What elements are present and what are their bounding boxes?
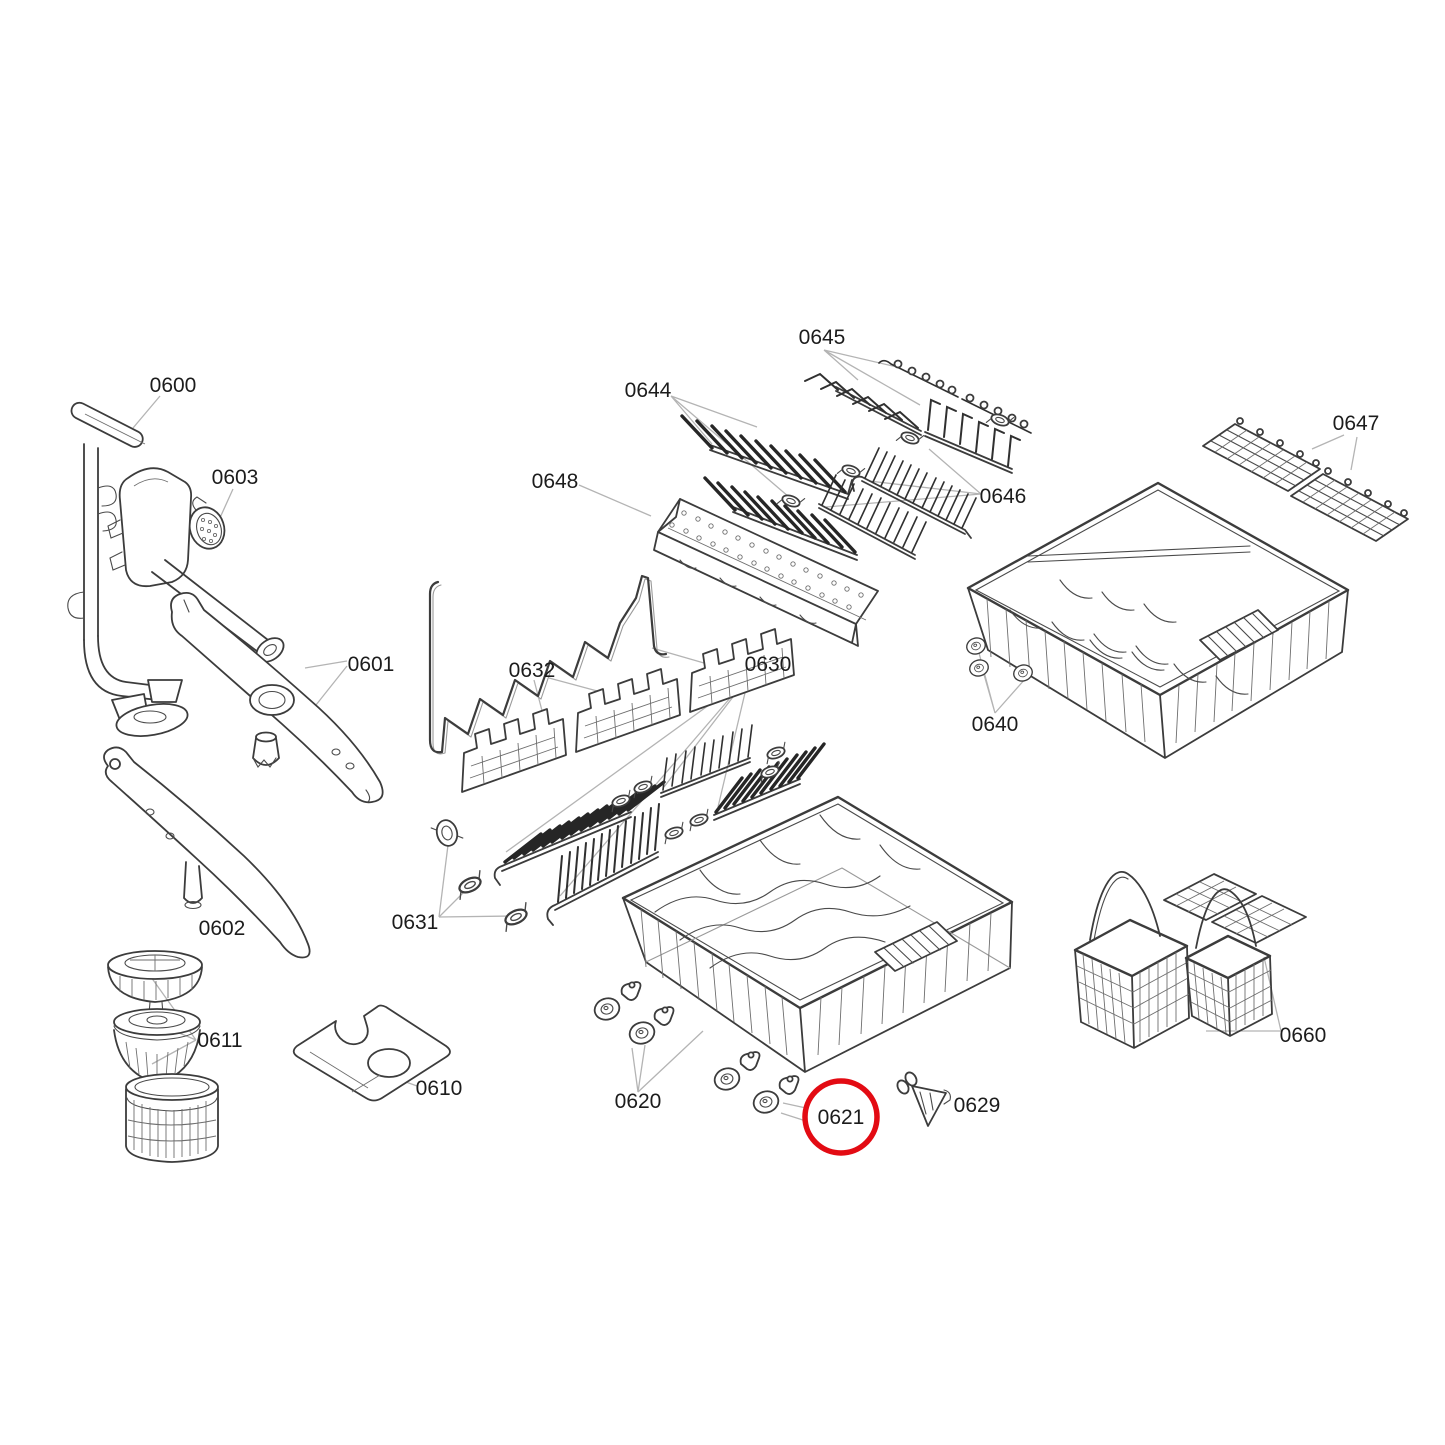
part-label-0610: 0610 [416,1077,463,1100]
part-0644-tine-rows [680,414,866,561]
part-0600-feed-pipe [67,401,189,737]
part-label-0645: 0645 [799,326,846,349]
part-label-0603: 0603 [212,466,259,489]
part-0621-roller [749,1075,800,1117]
highlight-circle-0621 [802,1078,880,1156]
part-label-0611: 0611 [197,1029,242,1052]
part-label-0648: 0648 [532,470,579,493]
part-0630-lower-basket [621,795,1014,1073]
part-0601-cone [252,731,280,768]
part-label-0640: 0640 [972,713,1019,736]
part-label-0620: 0620 [615,1090,662,1113]
part-0648-tray [653,498,879,647]
part-label-0602: 0602 [199,917,246,940]
part-0646-tine-rows [818,398,1021,560]
part-0601-upper-spray-arm [107,467,384,804]
part-0603-strainer [188,496,226,550]
part-0631-clips [429,815,535,933]
part-0602-lower-spray-arm [103,746,311,959]
part-0629-clip [896,1071,951,1127]
part-label-0646: 0646 [980,485,1027,508]
part-0611-filter-set [107,950,219,1163]
part-label-0647: 0647 [1333,412,1380,435]
part-label-0600: 0600 [150,374,197,397]
part-0630-tine-rows [493,724,826,926]
part-label-0644: 0644 [625,379,672,402]
part-labels: 0600 0601 0602 0603 0610 0611 0620 0621 … [150,326,1380,1129]
part-0610-base-plate [292,1004,451,1102]
part-0630-zigzag-wire [428,574,670,755]
part-label-0621: 0621 [818,1106,865,1129]
part-label-0629: 0629 [954,1094,1001,1117]
part-0660-cutlery-basket [1073,871,1307,1049]
part-label-0660: 0660 [1280,1024,1327,1047]
part-0645-tine-rows [804,359,1032,436]
part-label-0632: 0632 [509,659,556,682]
part-0620-rollers [590,981,761,1094]
part-label-0631: 0631 [392,911,439,934]
part-0640-upper-basket [963,481,1350,759]
part-label-0601: 0601 [348,653,395,676]
part-label-0630: 0630 [745,653,792,676]
part-0647-wire-inserts [1202,417,1409,542]
